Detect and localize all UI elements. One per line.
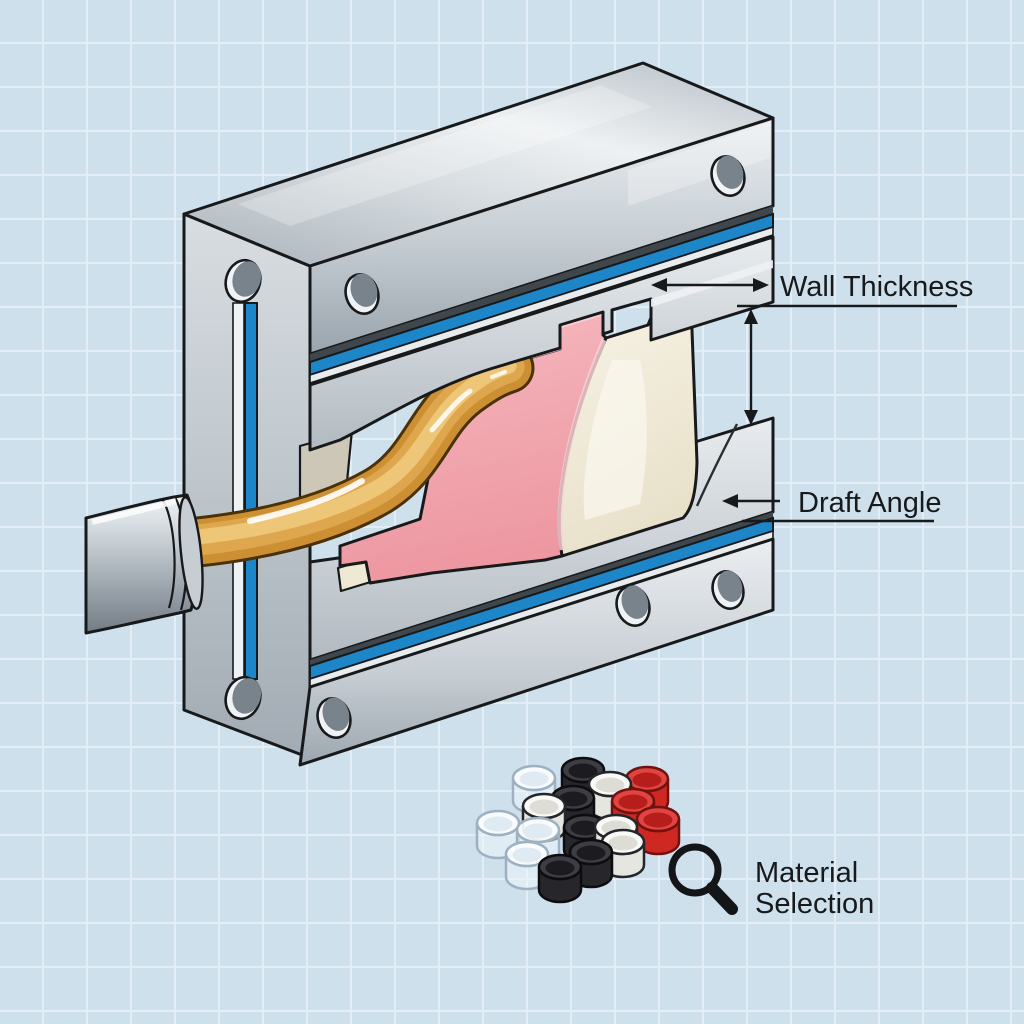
- pellet-red: [635, 805, 681, 856]
- coolant-channel-highlight: [232, 302, 245, 680]
- upper-parting-line: [309, 206, 774, 385]
- injection-nozzle: [84, 493, 204, 635]
- material-selection-label-line2: Selection: [755, 888, 874, 920]
- coolant-channel-vertical: [244, 302, 258, 680]
- core-highlight: [583, 360, 647, 520]
- part-highlight: [557, 339, 607, 551]
- draft-angle-arc: [695, 423, 739, 507]
- back-clamp-plate: [182, 212, 312, 760]
- bolt-hole: [344, 273, 380, 315]
- top-face-highlight: [238, 85, 652, 226]
- front-face-highlight: [628, 122, 770, 206]
- nozzle-tip: [178, 496, 204, 610]
- bolt-hole: [224, 675, 262, 721]
- wall-thickness-annotation: Wall Thickness: [651, 271, 973, 425]
- bolt-hole: [710, 155, 746, 197]
- material-selection-annotation: Material Selection: [755, 857, 874, 920]
- magnifier-icon: [668, 843, 738, 915]
- molten-plastic-stream: [172, 342, 535, 568]
- bolt-hole: [316, 697, 352, 739]
- bolt-hole: [711, 570, 745, 610]
- pellets-layer: [475, 756, 681, 904]
- material-selection-label-line1: Material: [755, 857, 858, 889]
- wall-thickness-label: Wall Thickness: [780, 271, 973, 303]
- bottom-mold-block: [298, 537, 775, 767]
- bolt-hole: [615, 585, 651, 627]
- bolt-hole: [224, 258, 262, 304]
- draft-angle-label: Draft Angle: [798, 487, 941, 519]
- draft-angle-annotation: Draft Angle: [722, 487, 941, 523]
- pellet-black: [537, 853, 583, 904]
- upper-cavity-plate: [308, 235, 775, 452]
- pellet-clear: [504, 840, 550, 891]
- pellet-clear: [475, 809, 521, 860]
- nozzle-highlight: [91, 498, 177, 525]
- wall-top-bevel: [651, 260, 773, 307]
